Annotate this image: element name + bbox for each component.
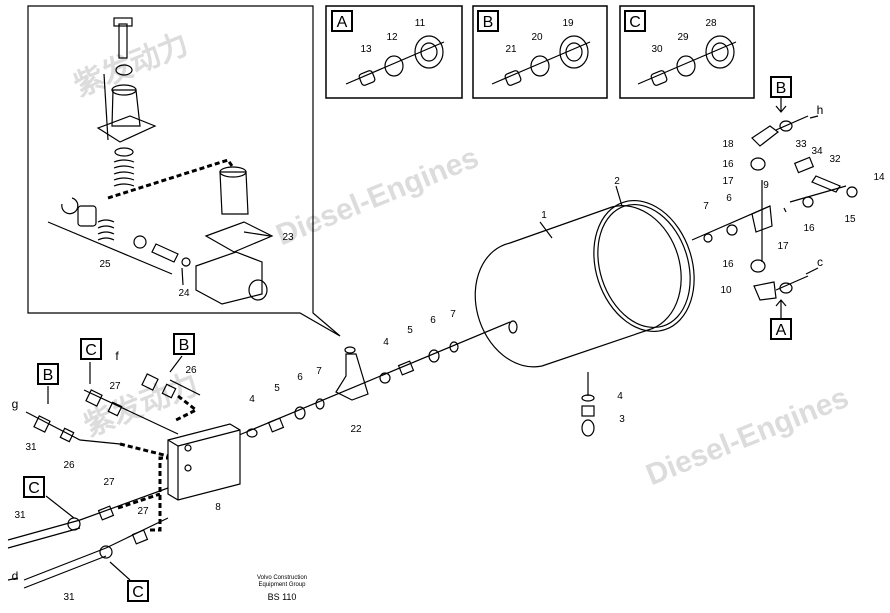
credit-company: Volvo Construction: [256, 575, 308, 581]
inset-c-part: 29: [677, 32, 689, 43]
callout: 1: [541, 210, 547, 221]
inset-b-part: 19: [562, 18, 574, 29]
ref-box-b: B: [37, 363, 59, 385]
callout: 18: [722, 139, 734, 150]
credit-group: Equipment Group: [258, 582, 306, 588]
callout: 3: [619, 414, 625, 425]
callout: 24: [178, 288, 190, 299]
inset-c-part: 30: [651, 44, 663, 55]
callout: 4: [617, 391, 623, 402]
inset-c-part: 28: [705, 18, 717, 29]
ref-box-a: A: [770, 318, 792, 340]
inset-frame-c: [619, 5, 755, 99]
callout: 23: [282, 232, 294, 243]
inline-fittings: [246, 341, 459, 438]
callout: 10: [720, 285, 732, 296]
inset-b-part: 21: [505, 44, 517, 55]
callout: 31: [25, 442, 37, 453]
callout: 7: [703, 201, 709, 212]
line-ref: c: [817, 255, 823, 269]
inset-a-part: 13: [360, 44, 372, 55]
line-ref: f: [115, 349, 119, 363]
callout: 17: [777, 241, 789, 252]
inset-frame-b: [472, 5, 608, 99]
callout: 4: [249, 394, 255, 405]
callout: 16: [722, 159, 734, 170]
ref-box-c: C: [127, 580, 149, 602]
callout: 2: [614, 176, 620, 187]
valve-detail: [47, 17, 274, 305]
callout: 16: [722, 259, 734, 270]
inset-b-parts: [491, 35, 591, 86]
callout: 15: [844, 214, 856, 225]
callout: 22: [350, 424, 362, 435]
ref-box-c: C: [23, 476, 45, 498]
callout: 16: [803, 223, 815, 234]
line-ref: d: [11, 569, 19, 583]
right-fittings: [703, 115, 858, 301]
callout: 8: [215, 502, 221, 513]
callout: 32: [829, 154, 841, 165]
inset-a-part: 12: [386, 32, 398, 43]
callout: 25: [99, 259, 111, 270]
callout: 6: [430, 315, 436, 326]
detail-frame: [27, 5, 341, 337]
ref-box-b: B: [173, 333, 195, 355]
callout: 4: [383, 337, 389, 348]
inset-c-parts: [637, 35, 737, 86]
callout: 7: [316, 366, 322, 377]
callout: 27: [137, 506, 149, 517]
line-ref: g: [11, 397, 19, 411]
air-tank: [474, 185, 695, 368]
callout: 17: [722, 176, 734, 187]
callout: 34: [811, 146, 823, 157]
ref-box-b: B: [770, 76, 792, 98]
drawing-code: BS 110: [267, 592, 297, 602]
valve-block: [167, 423, 241, 501]
callout: 31: [63, 592, 75, 603]
callout: 14: [873, 172, 885, 183]
inset-label-a: A: [331, 10, 353, 32]
callout: 5: [407, 325, 413, 336]
left-hoses: [7, 373, 201, 589]
callout: 5: [274, 383, 280, 394]
inset-a-part: 11: [414, 18, 426, 29]
inset-label-b: B: [477, 10, 499, 32]
callout: 33: [795, 139, 807, 150]
line-ref: h: [816, 103, 824, 117]
callout: 9: [763, 180, 769, 191]
callout: 26: [185, 365, 197, 376]
credit-line: Volvo Construction Equipment Group: [257, 575, 307, 589]
callout: 6: [297, 372, 303, 383]
callout: 26: [63, 460, 75, 471]
callout: 27: [103, 477, 115, 488]
inset-frame-a: [325, 5, 463, 99]
callout: 27: [109, 381, 121, 392]
inset-a-parts: [345, 35, 445, 86]
inset-label-c: C: [624, 10, 646, 32]
ref-box-c: C: [80, 338, 102, 360]
inset-b-part: 20: [531, 32, 543, 43]
callout: 6: [726, 193, 732, 204]
callout: 7: [450, 309, 456, 320]
callout: 31: [14, 510, 26, 521]
